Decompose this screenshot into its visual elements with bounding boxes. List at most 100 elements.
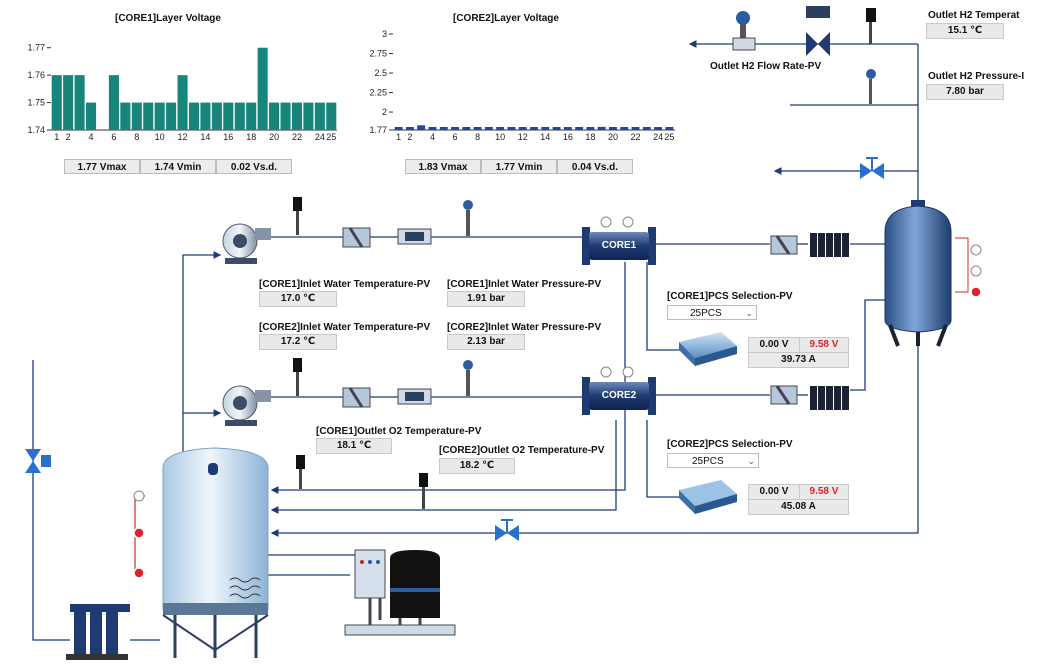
y-tick-label: 3 <box>382 29 387 39</box>
manual-valves <box>25 157 884 541</box>
core2-vmax: 1.83 Vmax <box>405 159 481 174</box>
core1-vsd: 0.02 Vs.d. <box>216 159 292 174</box>
pcs1-selection-dropdown[interactable]: 25PCS ⌄ <box>667 305 757 320</box>
x-tick-label: 20 <box>269 132 279 142</box>
core2-inlet-temp-label: [CORE2]Inlet Water Temperature-PV <box>259 322 431 333</box>
chevron-down-icon: ⌄ <box>745 308 753 318</box>
x-tick-label: 8 <box>475 132 480 142</box>
chart-bar <box>143 102 154 130</box>
x-tick-label: 25 <box>664 132 674 142</box>
chart-bar <box>291 102 302 130</box>
core1-inlet-temp-value: 17.0 ℃ <box>259 291 337 307</box>
y-tick-label: 1.75 <box>27 98 45 108</box>
chart-bar <box>63 75 74 130</box>
core1-o2-temp-label: [CORE1]Outlet O2 Temperature-PV <box>316 426 482 437</box>
chart-bar <box>642 127 651 130</box>
core1-o2-temp-value: 18.1 ℃ <box>316 438 392 454</box>
water-tank <box>162 447 269 658</box>
y-tick-label: 2.25 <box>369 88 387 98</box>
outlet-h2-pressure-label: Outlet H2 Pressure-I <box>928 71 1025 82</box>
x-tick-label: 6 <box>453 132 458 142</box>
pcs2-selected-value: 25PCS <box>692 456 724 467</box>
chart-bar <box>428 127 437 130</box>
core1-inlet-instruments <box>293 197 473 248</box>
x-tick-label: 4 <box>430 132 435 142</box>
chart-bar <box>609 127 617 130</box>
chart-bar <box>462 127 471 130</box>
x-tick-label: 6 <box>111 132 116 142</box>
outlet-h2-temp-value: 15.1 ℃ <box>926 23 1004 39</box>
pcs1-selected-value: 25PCS <box>690 308 722 319</box>
o2-temperature-transmitters <box>296 455 428 509</box>
chart-bar <box>665 127 674 130</box>
x-tick-label: 14 <box>200 132 210 142</box>
chart-bar <box>74 75 85 130</box>
booster-pumps <box>66 604 130 660</box>
chart-bar <box>246 102 257 130</box>
chart-bar <box>211 102 222 130</box>
x-tick-label: 1 <box>54 132 59 142</box>
chart-bar <box>108 75 119 130</box>
y-tick-label: 2 <box>382 107 387 117</box>
x-tick-label: 24 <box>315 132 325 142</box>
pcs1-setpoint: 9.58 V <box>799 337 849 353</box>
x-tick-label: 20 <box>608 132 618 142</box>
x-tick-label: 18 <box>246 132 256 142</box>
core1-vmin: 1.74 Vmin <box>140 159 216 174</box>
chart-bar <box>405 127 414 130</box>
chart-bar <box>154 102 165 130</box>
chart-bar <box>496 127 505 130</box>
chart-bar <box>120 102 131 130</box>
chart-bar <box>586 127 595 130</box>
outlet-h2-pressure-value: 7.80 bar <box>926 84 1004 100</box>
pcs2-selection-dropdown[interactable]: 25PCS ⌄ <box>667 453 759 468</box>
gas-separator <box>884 200 982 347</box>
chart-bar <box>234 102 245 130</box>
pcs2-setpoint: 9.58 V <box>799 484 849 500</box>
h2-line-equipment <box>770 233 849 410</box>
chart-bar <box>451 127 459 130</box>
chevron-down-icon: ⌄ <box>747 456 755 466</box>
y-tick-label: 1.77 <box>369 125 387 135</box>
x-tick-label: 16 <box>563 132 573 142</box>
pump-core1 <box>222 223 271 264</box>
pcs1-voltage: 0.00 V <box>748 337 800 353</box>
x-tick-label: 2 <box>407 132 412 142</box>
chart-bar <box>257 47 268 130</box>
chart-bar <box>394 127 403 130</box>
pcs1-label: [CORE1]PCS Selection-PV <box>667 291 793 302</box>
chart-bar <box>166 102 177 130</box>
chart-bar <box>552 127 561 130</box>
core1-inlet-temp-label: [CORE1]Inlet Water Temperature-PV <box>259 279 431 290</box>
y-tick-label: 1.76 <box>27 70 45 80</box>
chart-bar <box>484 127 493 130</box>
x-tick-label: 2 <box>66 132 71 142</box>
pcs2-current: 45.08 A <box>748 499 849 515</box>
y-tick-label: 1.77 <box>27 43 45 53</box>
chart-bar <box>280 102 291 130</box>
pump-core2 <box>222 385 271 426</box>
chart-bar <box>51 75 62 130</box>
core1-stack-label: CORE1 <box>601 240 637 251</box>
chart-bar <box>654 127 663 130</box>
x-tick-label: 12 <box>518 132 528 142</box>
chart-bar <box>631 127 640 130</box>
x-tick-label: 1 <box>396 132 401 142</box>
chart-bar <box>530 127 538 130</box>
chart-bar <box>131 102 142 130</box>
chart-bar <box>223 102 234 130</box>
chart-bar <box>417 125 426 130</box>
y-tick-label: 2.75 <box>369 49 387 59</box>
chart-bar <box>326 102 337 130</box>
outlet-h2-flow-label: Outlet H2 Flow Rate-PV <box>710 61 822 72</box>
chart-bar <box>473 127 482 130</box>
x-tick-label: 12 <box>178 132 188 142</box>
chart-bar <box>314 102 325 130</box>
chart-bar <box>177 75 188 130</box>
core1-vmax: 1.77 Vmax <box>64 159 140 174</box>
chart-bar <box>303 102 314 130</box>
x-tick-label: 22 <box>292 132 302 142</box>
chart-bar <box>541 127 550 130</box>
pcs2-voltage: 0.00 V <box>748 484 800 500</box>
